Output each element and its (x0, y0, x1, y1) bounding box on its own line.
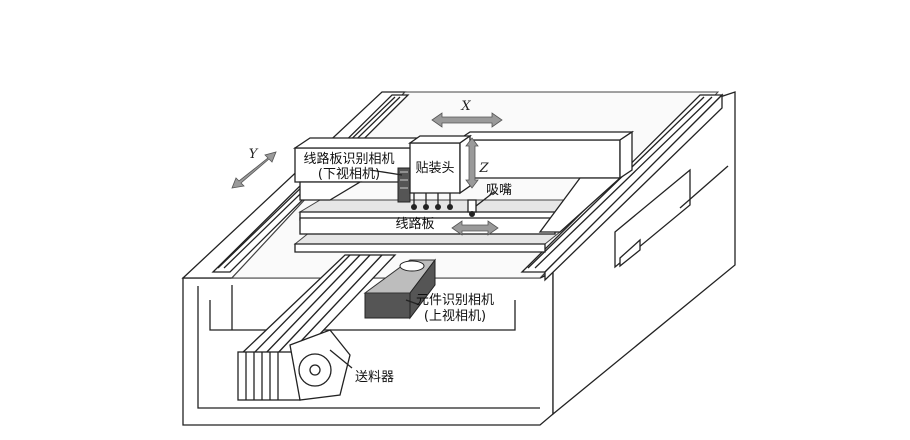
placement-head-label: 贴装头 (415, 161, 454, 176)
pcb-camera-label-line2: (下视相机) (318, 167, 380, 182)
y-axis-label: Y (249, 147, 259, 162)
pcb-label: 线路板 (395, 216, 434, 232)
z-axis-label: Z (478, 161, 489, 176)
component-camera-label-line1: 元件识别相机 (416, 293, 494, 308)
feeder-label: 送料器 (355, 370, 394, 385)
nozzle-label: 吸嘴 (486, 183, 512, 198)
pcb-conveyor (295, 200, 575, 252)
pcb-camera-label-line1: 线路板识别相机 (303, 151, 394, 167)
pcb-camera (398, 168, 410, 202)
component-camera-label-line2: (上视相机) (424, 309, 486, 324)
x-axis-label: X (460, 99, 471, 114)
